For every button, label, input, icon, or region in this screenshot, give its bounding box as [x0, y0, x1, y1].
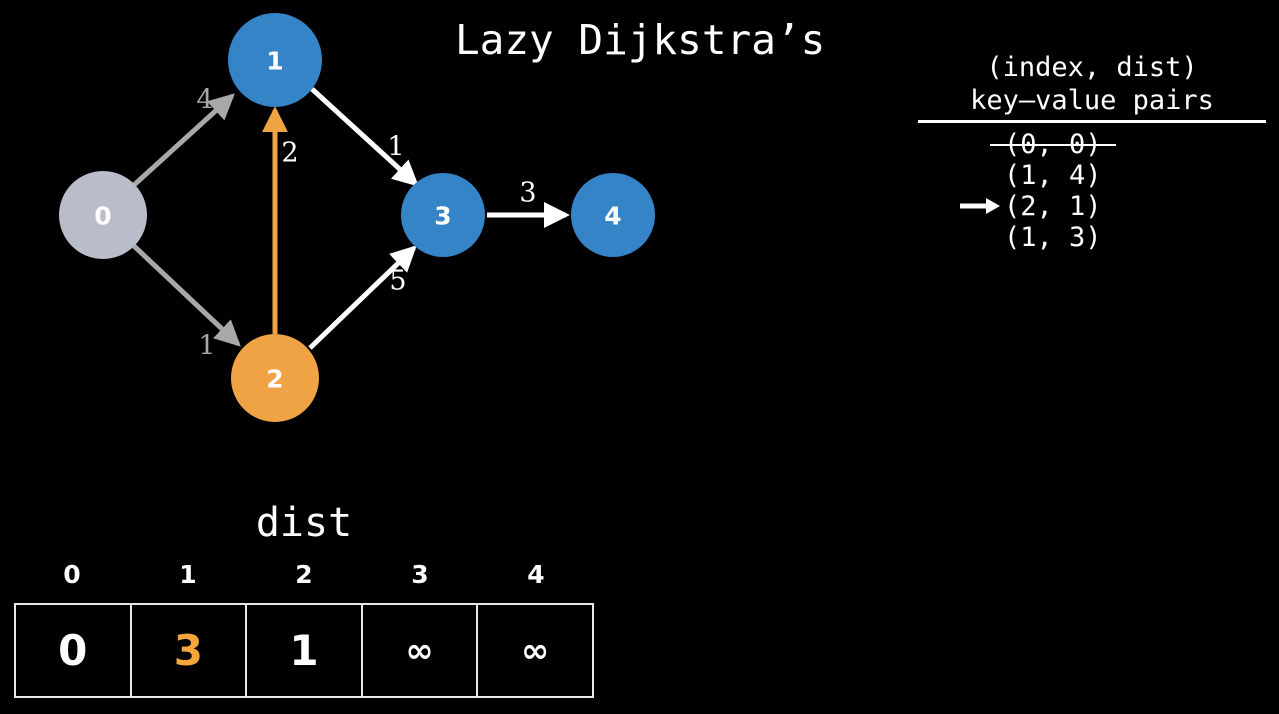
pq-entry-text: (1, 3)	[1004, 221, 1102, 253]
priority-queue-panel: (index, dist) key–value pairs (0, 0) (1,…	[918, 52, 1266, 269]
dist-index-headers: 0 1 2 3 4	[14, 560, 594, 589]
dist-cell[interactable]: 3	[132, 605, 248, 696]
edge-weight-1-3: 1	[387, 132, 404, 163]
dist-index-header: 4	[527, 560, 545, 589]
node-circle-0[interactable]	[59, 171, 147, 259]
node-circle-3[interactable]	[401, 173, 485, 257]
edge-1-to-3	[310, 87, 419, 187]
dist-cell[interactable]: 0	[16, 605, 132, 696]
dist-index-header: 2	[295, 560, 313, 589]
node-circle-2[interactable]	[231, 334, 319, 422]
pq-entry-row[interactable]: (1, 3)	[918, 222, 1266, 253]
pq-entry-row[interactable]: (1, 4)	[918, 160, 1266, 191]
dist-index-header: 1	[179, 560, 197, 589]
pq-heading-line-2: key–value pairs	[970, 84, 1214, 116]
graph-node-0[interactable]: 0	[59, 171, 147, 259]
node-label-1: 1	[266, 47, 283, 76]
edge-weight-0-2: 1	[198, 331, 215, 362]
graph-edges	[132, 87, 570, 350]
edge-weight-0-1: 4	[196, 85, 213, 116]
pq-entry-text: (1, 4)	[1004, 159, 1102, 191]
graph-node-1[interactable]: 1	[228, 13, 322, 107]
pq-entry-text: (2, 1)	[1004, 190, 1102, 222]
edge-2-to-3	[308, 245, 417, 350]
node-circle-1[interactable]	[228, 13, 322, 107]
pq-divider	[918, 119, 1266, 123]
edge-weight-2-3: 5	[389, 266, 406, 297]
dist-index-header: 3	[411, 560, 429, 589]
node-label-3: 3	[434, 202, 451, 231]
node-label-4: 4	[604, 202, 621, 231]
edge-weight-3-4: 3	[519, 178, 536, 209]
dist-cell[interactable]: ∞	[363, 605, 479, 696]
pq-entry-row[interactable]: (2, 1)	[918, 191, 1266, 222]
graph-node-3[interactable]: 3	[401, 173, 485, 257]
dist-array-title: dist	[255, 500, 353, 546]
pq-entry-text: (0, 0)	[990, 128, 1116, 160]
dist-cell[interactable]: 1	[247, 605, 363, 696]
node-label-0: 0	[94, 202, 111, 231]
edge-0-to-2	[132, 244, 241, 347]
edge-0-to-1	[132, 93, 235, 187]
node-label-2: 2	[266, 365, 283, 394]
graph-node-2[interactable]: 2	[231, 334, 319, 422]
pq-heading-line-1: (index, dist)	[986, 52, 1198, 83]
dist-index-header: 0	[63, 560, 81, 589]
graph-diagram: 4 1 2 1 5 3 0 1 2 3 4	[59, 13, 655, 422]
edge-weight-2-1: 2	[281, 138, 298, 169]
node-circle-4[interactable]	[571, 173, 655, 257]
pq-entry-row[interactable]: (0, 0)	[918, 129, 1266, 160]
current-entry-arrow-icon	[960, 198, 1000, 215]
dist-cell[interactable]: ∞	[521, 630, 550, 671]
graph-node-4[interactable]: 4	[571, 173, 655, 257]
page-title: Lazy Dijkstra’s	[455, 16, 826, 64]
dist-array-table: 0 3 1 ∞ ∞	[14, 603, 594, 698]
pq-entry-list: (0, 0) (1, 4) (2, 1) (1, 3)	[918, 129, 1266, 253]
